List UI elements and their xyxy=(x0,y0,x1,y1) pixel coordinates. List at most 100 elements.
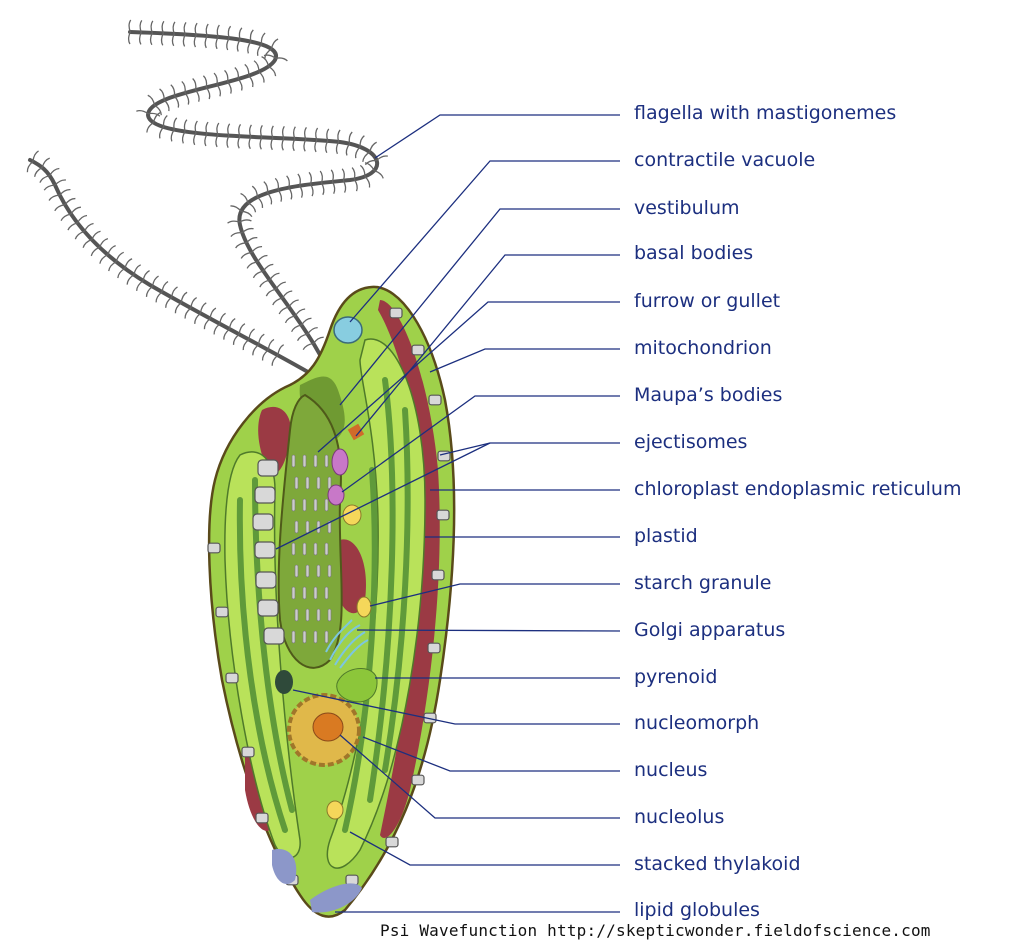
mastigoneme xyxy=(234,67,240,80)
mastigoneme xyxy=(270,125,274,139)
mastigoneme xyxy=(194,312,201,324)
mastigoneme xyxy=(237,78,243,91)
mastigoneme xyxy=(64,197,76,206)
mastigoneme xyxy=(281,290,293,299)
ejectisome xyxy=(254,486,276,504)
mastigoneme xyxy=(76,214,88,224)
mastigoneme xyxy=(171,33,175,47)
mastigoneme xyxy=(296,333,308,341)
label-maupas-bodies: Maupa’s bodies xyxy=(634,384,783,406)
mastigoneme xyxy=(67,222,78,231)
mastigoneme xyxy=(275,57,288,62)
mastigoneme xyxy=(268,65,277,77)
leader-line xyxy=(349,160,620,323)
label-lipid-globules: lipid globules xyxy=(634,899,760,921)
flagella xyxy=(28,30,380,400)
mastigoneme xyxy=(274,177,280,191)
mastigoneme xyxy=(265,288,277,297)
mastigoneme xyxy=(181,80,186,94)
mastigoneme xyxy=(304,126,308,140)
mastigoneme xyxy=(160,33,164,46)
mastigoneme xyxy=(297,173,301,186)
mastigoneme xyxy=(373,169,384,179)
mastigoneme xyxy=(249,29,254,42)
mastigoneme xyxy=(263,181,269,194)
mastigoneme xyxy=(288,187,293,200)
small-ejectisome xyxy=(305,608,310,622)
mastigoneme xyxy=(235,242,247,249)
maupas-body xyxy=(327,484,345,506)
mastigoneme xyxy=(241,227,254,234)
mastigoneme xyxy=(245,236,258,244)
small-ejectisome xyxy=(291,586,296,600)
mastigoneme xyxy=(74,230,85,240)
mastigoneme xyxy=(193,34,197,48)
golgi-apparatus xyxy=(325,619,369,669)
lipid-globule xyxy=(310,883,362,913)
mastigoneme xyxy=(216,122,220,136)
mastigoneme xyxy=(128,19,132,33)
mastigoneme xyxy=(359,164,366,177)
mastigoneme xyxy=(194,120,198,134)
cell-body xyxy=(207,285,456,918)
ejectisome xyxy=(255,812,269,824)
small-ejectisome xyxy=(302,630,307,644)
leader-line xyxy=(339,734,620,819)
mastigoneme xyxy=(161,280,169,293)
basal-bodies xyxy=(347,423,365,441)
mastigoneme xyxy=(170,129,175,142)
ejectisome xyxy=(436,509,450,521)
mastigoneme xyxy=(215,36,219,50)
mitochondrion xyxy=(335,539,366,614)
mastigoneme xyxy=(303,139,307,152)
mastigoneme xyxy=(152,112,161,123)
mastigoneme xyxy=(247,41,252,54)
ejectisome xyxy=(345,874,359,886)
mastigoneme xyxy=(253,60,260,72)
mastigoneme xyxy=(147,94,156,106)
mastigoneme xyxy=(264,48,272,60)
ejectisome xyxy=(263,627,285,645)
label-vestibulum: vestibulum xyxy=(634,197,740,219)
mastigoneme xyxy=(337,129,341,143)
mastigoneme xyxy=(345,143,351,156)
nucleolus xyxy=(312,712,344,742)
small-ejectisome xyxy=(302,498,307,512)
pyrenoid xyxy=(336,668,378,703)
mastigoneme xyxy=(184,307,192,319)
ejectisomes-small xyxy=(291,454,332,644)
mastigoneme xyxy=(213,72,218,85)
mastigoneme xyxy=(183,22,187,35)
mastigoneme xyxy=(314,139,318,153)
mastigoneme xyxy=(351,167,356,180)
mastigoneme xyxy=(145,285,153,297)
mastigoneme xyxy=(248,75,254,88)
label-nucleus: nucleus xyxy=(634,759,708,781)
label-furrow: furrow or gullet xyxy=(634,290,781,312)
mastigoneme xyxy=(315,127,319,141)
mastigoneme xyxy=(247,202,257,213)
mastigoneme xyxy=(127,31,131,45)
mastigoneme xyxy=(335,141,340,155)
leader-line xyxy=(339,208,620,406)
mastigoneme xyxy=(202,75,208,88)
ejectisome xyxy=(241,746,255,758)
leader-line xyxy=(275,442,491,550)
mastigoneme xyxy=(155,291,163,303)
mastigoneme xyxy=(60,213,72,221)
mastigoneme xyxy=(192,78,197,91)
small-ejectisome xyxy=(327,608,332,622)
mastigoneme xyxy=(331,181,336,194)
mastigoneme xyxy=(193,132,197,146)
label-contractile-vacuole: contractile vacuole xyxy=(634,149,816,171)
mastigoneme xyxy=(259,279,270,288)
mastigoneme xyxy=(117,267,126,279)
label-stacked-thylakoid: stacked thylakoid xyxy=(634,853,801,875)
mastigoneme xyxy=(34,166,43,177)
mastigoneme xyxy=(239,219,252,223)
mastigoneme xyxy=(300,317,312,326)
mastigoneme xyxy=(180,291,188,303)
mastigoneme xyxy=(174,95,180,108)
mastigoneme xyxy=(139,20,143,33)
mastigoneme xyxy=(151,275,159,287)
